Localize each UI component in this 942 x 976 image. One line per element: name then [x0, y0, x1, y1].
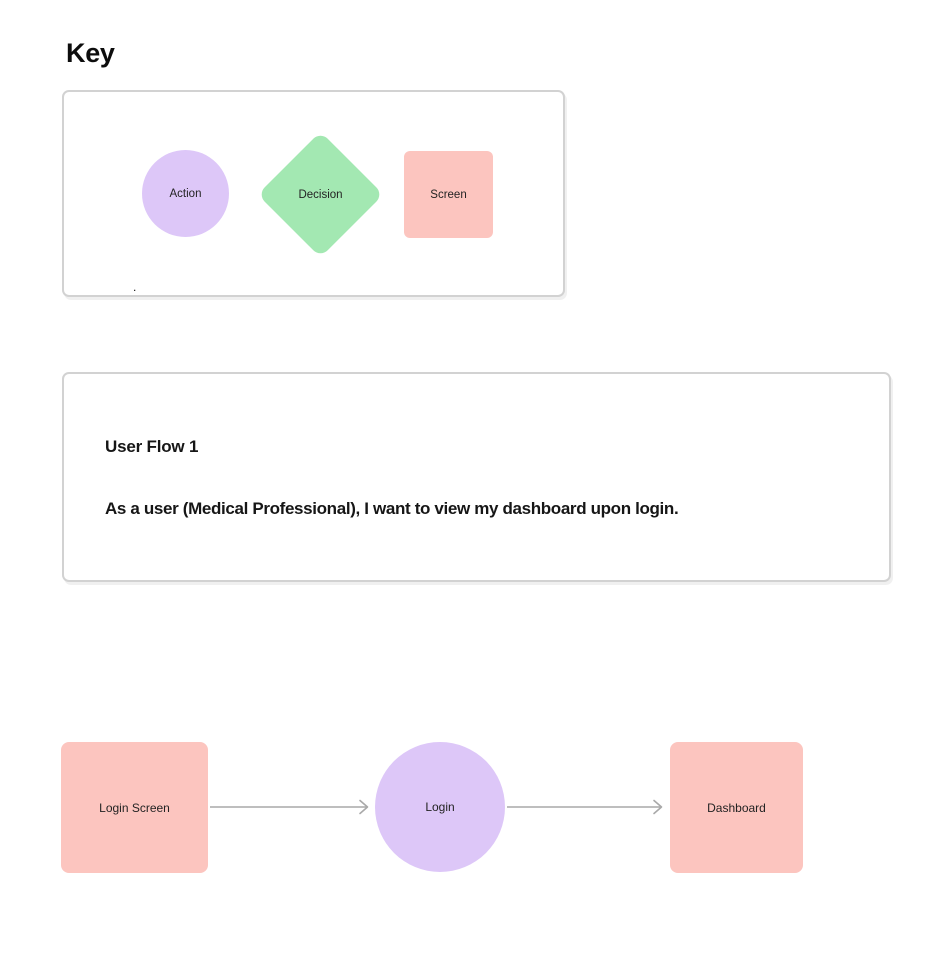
key-decision-label: Decision [298, 188, 343, 201]
connector-login-to-dashboard[interactable] [506, 799, 670, 820]
flow-node-login-label: Login [425, 800, 455, 814]
user-flow-title: User Flow 1 [105, 437, 199, 456]
stray-period-text: . [133, 280, 137, 294]
key-action-label: Action [169, 187, 202, 200]
flow-node-login[interactable]: Login [375, 742, 505, 872]
flow-node-login-screen-label: Login Screen [99, 800, 170, 815]
key-section-title: Key [66, 38, 115, 68]
key-action-shape[interactable]: Action [142, 150, 229, 237]
flow-node-login-screen[interactable]: Login Screen [61, 742, 208, 873]
user-flow-description: As a user (Medical Professional), I want… [105, 499, 679, 518]
user-flow-card[interactable] [62, 372, 891, 582]
flow-node-dashboard[interactable]: Dashboard [670, 742, 803, 873]
arrow-right-icon [210, 799, 369, 815]
flow-node-dashboard-label: Dashboard [707, 800, 766, 815]
key-screen-shape[interactable]: Screen [404, 151, 493, 238]
key-decision-shape[interactable]: Decision [257, 131, 384, 258]
key-screen-label: Screen [430, 188, 467, 201]
connector-login-screen-to-login[interactable] [209, 799, 376, 820]
arrow-right-icon [507, 799, 663, 815]
